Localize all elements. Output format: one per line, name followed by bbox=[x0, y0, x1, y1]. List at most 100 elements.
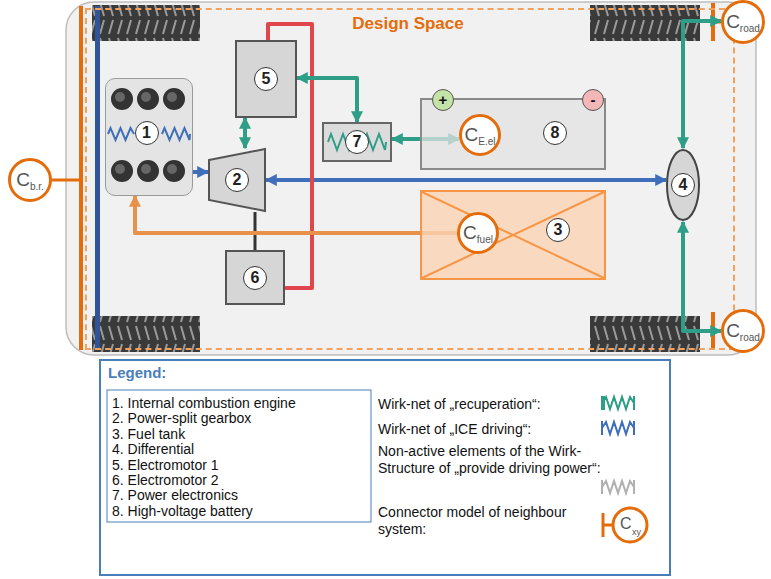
legend-item: 6. Electromotor 2 bbox=[112, 473, 219, 488]
connector-label: C bbox=[465, 124, 479, 145]
legend-text: Wirk-net of „recuperation“: bbox=[378, 396, 618, 413]
drawing-part bbox=[141, 92, 151, 102]
zigzag-sample bbox=[602, 396, 634, 410]
connector-circle: CE.el bbox=[459, 114, 501, 156]
legend-item: 4. Differential bbox=[112, 442, 194, 457]
drawing-part bbox=[422, 192, 604, 278]
connector-label: E.el bbox=[478, 136, 495, 147]
legend-box bbox=[100, 360, 670, 575]
callout-number: 3 bbox=[546, 218, 570, 242]
legend-title: Legend: bbox=[108, 365, 166, 380]
text-holder: 1 bbox=[135, 121, 159, 145]
callout-number: 8 bbox=[543, 121, 567, 145]
text-holder: CE.el bbox=[465, 124, 496, 146]
wirk-net-connector bbox=[193, 170, 208, 174]
connector-circle: Croad bbox=[721, 0, 765, 44]
drawing-part bbox=[141, 164, 151, 174]
wheel bbox=[92, 316, 200, 352]
drawing-part bbox=[137, 88, 159, 110]
drawing-part bbox=[422, 192, 604, 278]
wirk-net-connector bbox=[135, 196, 457, 233]
text-holder: 2 bbox=[225, 168, 249, 192]
electromotor-box: 6 bbox=[225, 250, 285, 305]
connector-label: fuel bbox=[477, 234, 493, 245]
connector-bar bbox=[79, 6, 83, 350]
connector-label: C bbox=[620, 516, 632, 531]
front-bar bbox=[95, 6, 100, 350]
zigzag-sample bbox=[602, 480, 634, 494]
text-holder: 5 bbox=[254, 67, 278, 91]
drawing-part bbox=[111, 160, 133, 182]
legend-item: 8. High-voltage battery bbox=[112, 504, 253, 519]
engine-block: 1 bbox=[105, 78, 193, 196]
legend-sample bbox=[602, 396, 647, 542]
differential: 4 bbox=[666, 148, 700, 222]
callout-number: 5 bbox=[254, 67, 278, 91]
legend-item: 3. Fuel tank bbox=[112, 427, 185, 442]
drawing-part bbox=[115, 164, 125, 174]
connector-label: C bbox=[16, 169, 30, 190]
callout-number: 1 bbox=[135, 121, 159, 145]
connector-circle: Croad bbox=[721, 309, 765, 353]
wirk-net-connector bbox=[683, 222, 721, 331]
design-space: Design Space152678CE.el3Cfuel4 bbox=[85, 8, 735, 350]
gearbox: 2 bbox=[208, 148, 266, 212]
electromotor-box: 5 bbox=[235, 40, 297, 118]
connector-label: C bbox=[463, 222, 477, 243]
zigzag-sample bbox=[602, 421, 634, 435]
drawing-part bbox=[163, 88, 185, 110]
battery-terminal: - bbox=[582, 89, 604, 111]
wirk-net-connector bbox=[266, 178, 666, 182]
power-electronics: 7 bbox=[322, 122, 392, 162]
legend-item: 7. Power electronics bbox=[112, 488, 238, 503]
drawing-part bbox=[209, 149, 265, 211]
text-holder: 4 bbox=[671, 173, 695, 197]
text-holder: 3 bbox=[546, 218, 570, 242]
legend-list-box bbox=[107, 390, 371, 522]
drawing-part bbox=[163, 160, 185, 182]
connector-label: road bbox=[740, 23, 760, 34]
callout-number: 4 bbox=[671, 173, 695, 197]
connector-stem bbox=[52, 179, 80, 182]
legend-text: Connector model of neighbour system: bbox=[378, 504, 600, 538]
connector-circle bbox=[613, 508, 647, 542]
drawing-part bbox=[667, 150, 699, 220]
text-holder: Croad bbox=[726, 11, 760, 33]
vehicle-body bbox=[66, 2, 756, 355]
legend-item: 1. Internal combustion engine bbox=[112, 396, 296, 411]
callout-number: 6 bbox=[243, 266, 267, 290]
connector-label: road bbox=[740, 332, 760, 343]
text-holder: Design Space bbox=[352, 14, 464, 34]
drawing-part bbox=[115, 92, 125, 102]
connector-label: b.r. bbox=[30, 181, 44, 192]
legend-text: Non-active elements of the Wirk-Structur… bbox=[378, 443, 606, 477]
battery-terminal: + bbox=[432, 89, 454, 111]
connector-label: xy bbox=[632, 525, 641, 540]
drawing-part bbox=[137, 160, 159, 182]
callout-number: 7 bbox=[345, 130, 369, 154]
wheel bbox=[92, 5, 200, 41]
wirk-net-connector bbox=[297, 78, 357, 122]
text-holder: Croad bbox=[726, 320, 760, 342]
legend-item: 2. Power-split gearbox bbox=[112, 411, 251, 426]
drawing-part bbox=[111, 88, 133, 110]
text-holder: 8 bbox=[543, 121, 567, 145]
legend-item: 5. Electromotor 1 bbox=[112, 458, 219, 473]
callout-number: 2 bbox=[225, 168, 249, 192]
drawing-part bbox=[167, 92, 177, 102]
legend-text: Wirk-net of „ICE driving“: bbox=[378, 421, 618, 438]
fuel-tank-drawing bbox=[422, 192, 604, 278]
text-holder: 6 bbox=[243, 266, 267, 290]
text-holder: Cb.r. bbox=[16, 169, 44, 191]
drawing-part bbox=[167, 164, 177, 174]
text-holder: 7 bbox=[345, 130, 369, 154]
connector-circle: Cfuel bbox=[457, 212, 499, 254]
connector-label: C bbox=[726, 320, 740, 341]
fuel-tank: 3 Cfuel bbox=[420, 190, 606, 280]
wirk-net-connector bbox=[683, 21, 721, 148]
drawing-part bbox=[108, 128, 134, 140]
connector-label: C bbox=[726, 11, 740, 32]
connector-circle: Cb.r. bbox=[8, 158, 52, 202]
drawing-part bbox=[162, 128, 190, 140]
